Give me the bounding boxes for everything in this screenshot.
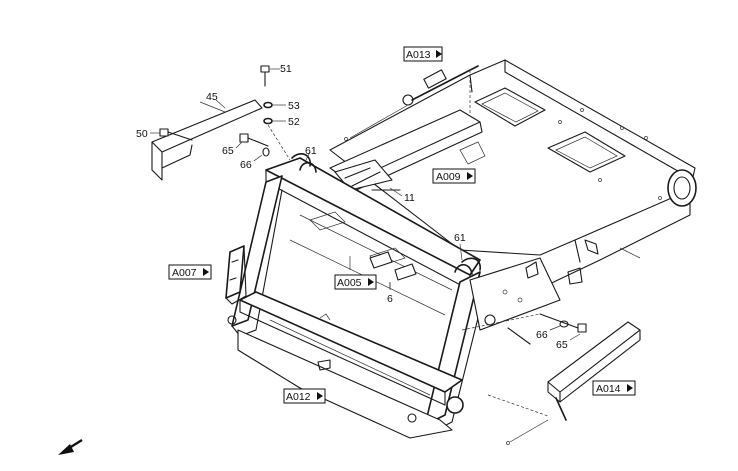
ref-box-a005[interactable]: A005 (334, 274, 377, 290)
callout-11: 11 (404, 192, 415, 204)
svg-text:A013: A013 (406, 49, 431, 61)
callout-52: 52 (288, 116, 300, 128)
ref-box-a013[interactable]: A013 (403, 46, 443, 62)
svg-text:A007: A007 (172, 267, 197, 279)
angle-bracket-45 (151, 99, 263, 181)
bolt-washer-top (235, 133, 270, 162)
callout-45: 45 (206, 91, 218, 103)
ref-box-a009[interactable]: A009 (432, 168, 476, 184)
callout-65-top: 65 (222, 145, 234, 157)
svg-text:A012: A012 (286, 391, 311, 403)
triangle-right-icon (627, 384, 633, 392)
bolt-washer-bottom (539, 313, 587, 341)
triangle-right-icon (203, 268, 209, 276)
bolt-50 (150, 128, 193, 141)
svg-text:A014: A014 (596, 383, 621, 395)
arm-assembly-a009 (329, 109, 486, 193)
ref-box-a007[interactable]: A007 (168, 264, 212, 280)
callout-65-bottom: 65 (556, 339, 568, 351)
dashed-leader-lines (267, 124, 541, 331)
hardware-51-52-53 (260, 65, 286, 125)
bar-a014 (487, 321, 641, 445)
svg-text:A005: A005 (337, 277, 362, 289)
callout-66-top: 66 (240, 159, 252, 171)
callout-50: 50 (136, 128, 148, 140)
callout-6: 6 (387, 293, 393, 305)
triangle-right-icon (436, 50, 442, 58)
callout-53: 53 (288, 100, 300, 112)
svg-text:A009: A009 (436, 171, 461, 183)
triangle-right-icon (467, 172, 473, 180)
support-pieces-a005 (349, 251, 417, 290)
right-side-plate (469, 239, 641, 345)
gas-spring-assembly (344, 65, 479, 141)
triangle-right-icon (317, 392, 323, 400)
front-frame (227, 153, 486, 439)
callout-51: 51 (280, 63, 292, 75)
triangle-right-icon (368, 278, 374, 286)
ref-box-a014[interactable]: A014 (592, 380, 636, 396)
ref-box-a012[interactable]: A012 (283, 388, 326, 404)
callout-66-bottom: 66 (536, 329, 548, 341)
side-bracket-a007 (225, 245, 247, 305)
callout-61-right: 61 (454, 232, 466, 244)
callout-61-top: 61 (305, 145, 317, 157)
callout-leaders (215, 99, 463, 288)
arrow-down-left-icon (58, 438, 83, 455)
